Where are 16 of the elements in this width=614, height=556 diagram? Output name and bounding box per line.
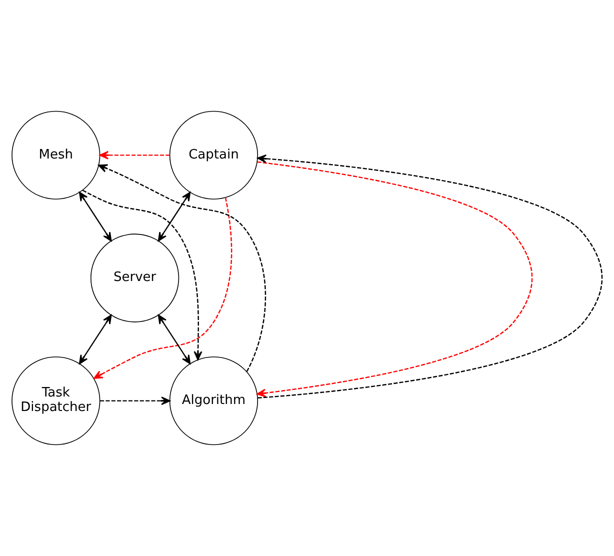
arrow (158, 192, 191, 242)
node-circle: Task Dispatcher (12, 356, 100, 446)
arrow (100, 396, 170, 406)
node-circle: Algorithm (169, 356, 258, 446)
arrow (99, 150, 170, 160)
node-circle: Mesh (12, 110, 100, 200)
arrow (94, 198, 232, 379)
node-circle: Server (90, 234, 180, 322)
arrow (158, 314, 191, 364)
arrow (78, 192, 112, 242)
arrow (82, 190, 202, 360)
arrow (257, 154, 603, 398)
arrow (78, 314, 112, 364)
arrow (98, 164, 266, 372)
node-circle: Captain (169, 110, 258, 200)
arrow (256, 161, 533, 398)
